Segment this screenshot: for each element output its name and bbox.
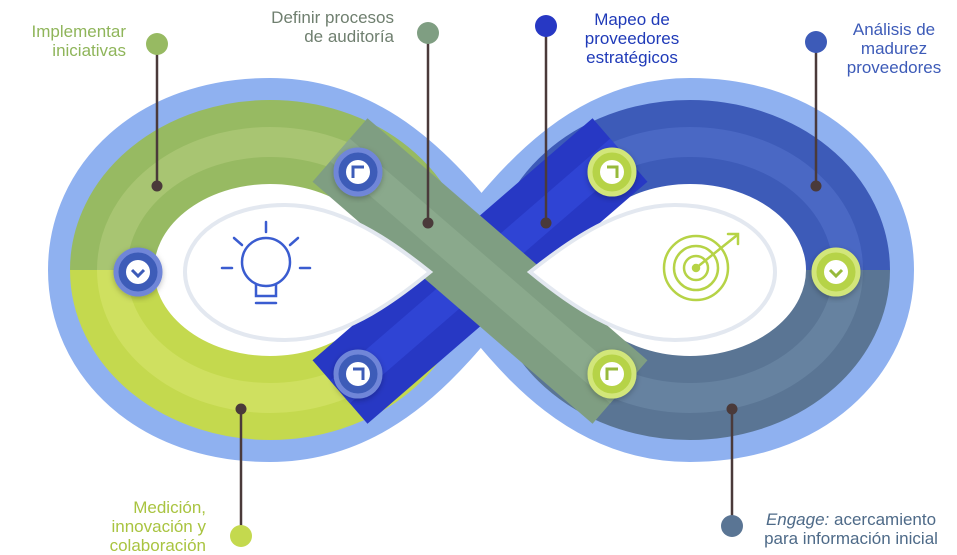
callout-mapeo <box>535 15 557 229</box>
arrow-badge-bottom-left <box>333 349 383 399</box>
label-line: madurez <box>860 39 928 58</box>
callout-engage <box>721 403 743 537</box>
callout-definir <box>417 22 439 229</box>
arrow-badge-top-left <box>333 147 383 197</box>
callout-medicion <box>230 403 252 547</box>
arrow-badge-right <box>811 247 861 297</box>
label-line: estratégicos <box>586 48 678 67</box>
label-engage: Engage: acercamiento para información in… <box>746 510 956 548</box>
label-text: acercamiento <box>829 510 937 529</box>
label-line: Análisis de <box>852 20 936 39</box>
target-icon <box>662 232 740 302</box>
label-line: Implementar <box>31 22 126 41</box>
label-implementar: Implementar iniciativas <box>4 22 126 60</box>
callout-analisis <box>805 31 827 192</box>
cross-band-sage <box>312 118 648 424</box>
label-line: para información inicial <box>764 529 938 548</box>
left-lobe <box>70 100 470 440</box>
label-line: Definir procesos <box>271 8 394 27</box>
label-line: innovación y <box>111 517 206 536</box>
label-line: iniciativas <box>52 41 126 60</box>
label-analisis: Análisis de madurez proveedores <box>832 20 956 77</box>
arrow-badge-left <box>113 247 163 297</box>
label-definir: Definir procesos de auditoría <box>236 8 394 46</box>
lightbulb-icon <box>220 220 312 305</box>
label-mapeo: Mapeo de proveedores estratégicos <box>570 10 694 67</box>
label-line: de auditoría <box>304 27 394 46</box>
label-line: Engage: acercamiento <box>746 510 956 529</box>
label-line: colaboración <box>109 536 206 555</box>
arrow-badge-top-right <box>587 147 637 197</box>
label-line: Mapeo de <box>594 10 670 29</box>
inner-holes <box>182 202 778 343</box>
label-line: proveedores <box>846 58 942 77</box>
label-medicion: Medición, innovación y colaboración <box>70 498 206 555</box>
label-line: proveedores <box>584 29 680 48</box>
label-line: Medición, <box>133 498 206 517</box>
callout-implementar <box>146 33 168 192</box>
right-lobe <box>490 100 890 440</box>
arrow-badge-bottom-right <box>587 349 637 399</box>
label-emphasis: Engage: <box>765 510 830 529</box>
